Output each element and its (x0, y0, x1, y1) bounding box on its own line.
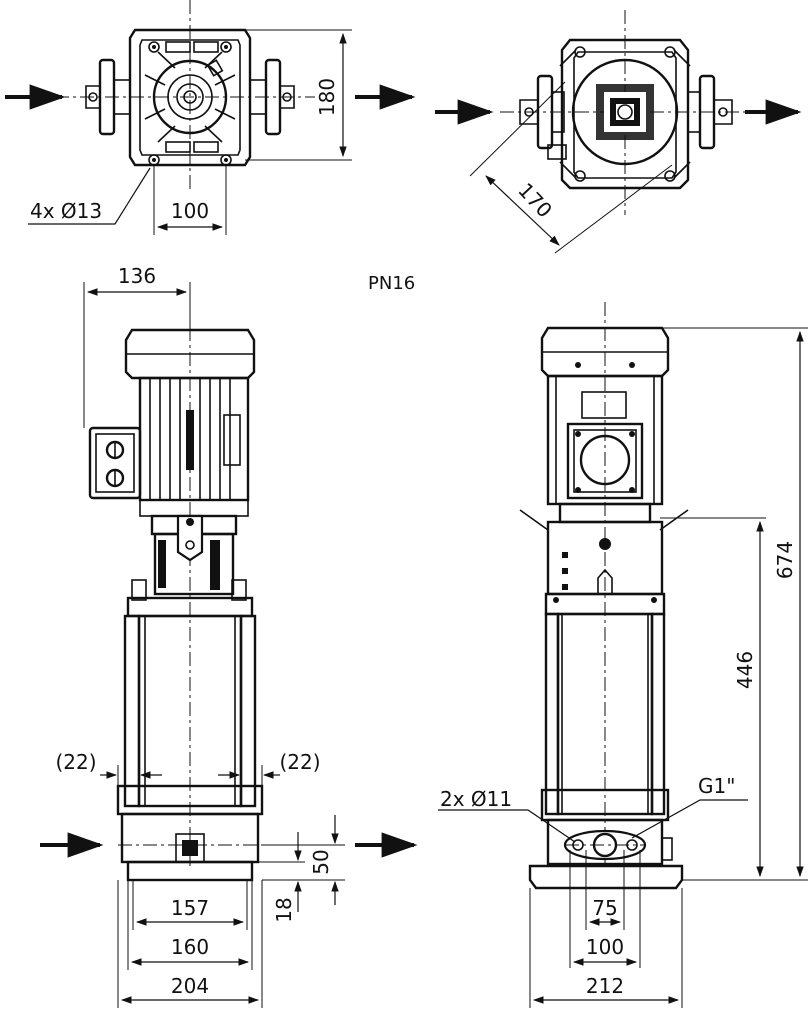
dim-446-label: 446 (733, 651, 757, 689)
dim-170-label: 170 (513, 178, 557, 222)
hole-count-label: 2x Ø11 (440, 787, 512, 811)
dim-22-left-label: (22) (55, 750, 96, 774)
dim-100-front-label: 100 (586, 935, 624, 959)
dim-18-label: 18 (272, 897, 296, 922)
dim-212-label: 212 (586, 974, 624, 998)
fan-grille-pattern (596, 84, 654, 140)
dim-180-label: 180 (315, 78, 339, 116)
front-elevation-view: 2x Ø11 G1" 674 446 75 100 212 (438, 302, 808, 1008)
dim-136-label: 136 (118, 264, 156, 288)
dim-157-label: 157 (171, 896, 209, 920)
top-left-plan-view: 180 100 4x Ø13 (5, 0, 416, 235)
pressure-rating-label: PN16 (368, 273, 415, 294)
bolt-holes-label: 4x Ø13 (30, 199, 102, 223)
top-right-top-view: 170 (435, 10, 802, 254)
dim-50-label: 50 (309, 849, 333, 874)
dim-100-top-label: 100 (171, 199, 209, 223)
dim-204-label: 204 (171, 974, 209, 998)
dim-22-right-label: (22) (279, 750, 320, 774)
dim-160-label: 160 (171, 935, 209, 959)
dim-75-label: 75 (592, 896, 617, 920)
thread-label: G1" (698, 774, 735, 798)
dim-674-label: 674 (773, 541, 797, 579)
side-elevation-view: 136 (22) (22) 50 18 157 160 204 (40, 264, 418, 1008)
